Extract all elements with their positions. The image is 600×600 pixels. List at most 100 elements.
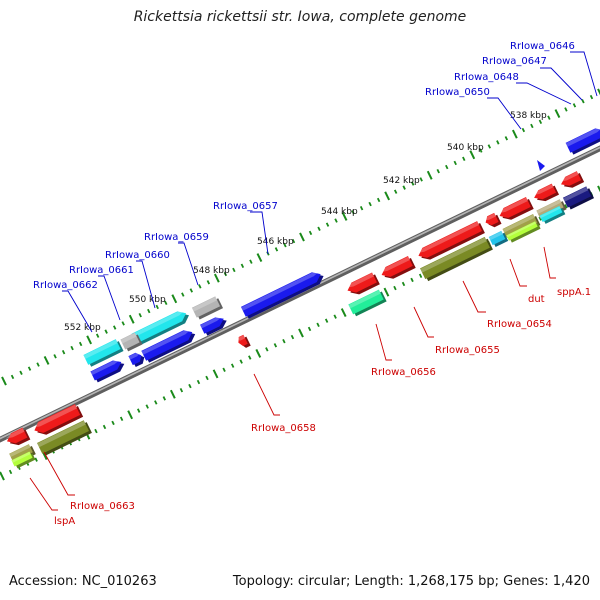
minor-tick <box>240 263 245 268</box>
major-tick <box>597 88 600 98</box>
scale-label: 544 kbp <box>321 207 358 217</box>
minor-tick <box>53 354 57 359</box>
minor-tick <box>61 350 66 355</box>
minor-tick <box>359 206 364 211</box>
topology-text: Topology: circular; Length: 1,268,175 bp… <box>232 574 590 589</box>
gene-label-rriowa-0659: RrIowa_0659 <box>144 232 209 243</box>
major-tick <box>426 170 433 180</box>
gene-block-rriowa-0656 <box>380 256 416 279</box>
major-tick <box>469 150 476 160</box>
minor-tick <box>8 469 13 475</box>
minor-tick <box>223 271 228 277</box>
minor-tick <box>496 140 500 145</box>
gene-block-rriowa-0662 <box>83 339 124 367</box>
gene-label-rriowa-0661: RrIowa_0661 <box>69 265 134 276</box>
forward-leader-lines <box>62 51 598 333</box>
minor-tick <box>538 119 543 124</box>
minor-tick <box>418 273 423 278</box>
minor-tick <box>248 355 252 360</box>
minor-tick <box>393 285 397 291</box>
gene-label-rriowa-0646: RrIowa_0646 <box>510 41 575 52</box>
scale-label: 538 kbp <box>510 111 547 121</box>
minor-tick <box>111 420 115 426</box>
minor-tick <box>188 383 192 389</box>
gene-block-rriowa-0656b <box>346 272 380 295</box>
major-tick <box>384 191 391 201</box>
minor-tick <box>581 99 585 104</box>
minor-tick <box>308 230 313 236</box>
gene-label-rriowa-0647: RrIowa_0647 <box>482 56 547 67</box>
gene-label-rriowa-0656: RrIowa_0656 <box>371 367 436 378</box>
minor-tick <box>325 222 330 227</box>
gene-label-sppa-1: sppA.1 <box>557 287 591 298</box>
gene-block-lspa <box>5 427 31 446</box>
minor-tick <box>95 333 100 338</box>
gene-block-rriowa-0663 <box>32 404 84 435</box>
minor-tick <box>179 388 184 393</box>
reverse-leader-lines <box>29 246 556 511</box>
gene-block-rriowa-0661 <box>120 332 143 352</box>
minor-tick <box>189 288 193 293</box>
minor-tick <box>121 321 125 326</box>
minor-tick <box>230 363 235 368</box>
gene-label-dut: dut <box>528 294 545 305</box>
major-tick <box>255 348 262 358</box>
minor-tick <box>410 277 414 283</box>
scale-ticks-upper <box>1 88 600 386</box>
minor-tick <box>368 201 372 207</box>
minor-tick <box>196 379 201 385</box>
scale-label: 546 kbp <box>257 237 294 247</box>
minor-tick <box>351 210 355 215</box>
minor-tick <box>34 457 38 462</box>
major-tick <box>0 471 5 481</box>
minor-tick <box>155 304 159 310</box>
gene-block-sppa-1 <box>559 171 585 188</box>
minor-tick <box>402 185 406 190</box>
gene-block-dut <box>532 183 560 202</box>
gene-label-rriowa-0660: RrIowa_0660 <box>105 250 170 261</box>
gene-label-rriowa-0655: RrIowa_0655 <box>435 345 500 356</box>
gene-marker <box>537 160 545 171</box>
minor-tick <box>393 189 398 194</box>
minor-tick <box>411 181 415 186</box>
minor-tick <box>504 136 509 141</box>
minor-tick <box>206 280 211 285</box>
minor-tick <box>104 329 108 334</box>
major-tick <box>554 109 561 119</box>
gene-features <box>5 127 600 469</box>
minor-tick <box>273 343 278 348</box>
minor-tick <box>164 300 168 306</box>
minor-tick <box>181 292 185 297</box>
minor-tick <box>307 326 312 332</box>
minor-tick <box>564 107 568 112</box>
gene-block-rriowa-0646 <box>565 127 600 155</box>
minor-tick <box>283 243 287 248</box>
minor-tick <box>547 115 551 120</box>
major-tick <box>340 308 347 318</box>
minor-tick <box>290 334 295 340</box>
minor-tick <box>419 177 423 182</box>
major-tick <box>169 389 176 399</box>
minor-tick <box>479 148 483 153</box>
minor-tick <box>316 322 320 328</box>
gene-label-rriowa-0648: RrIowa_0648 <box>454 72 519 83</box>
scale-label: 550 kbp <box>129 295 166 305</box>
gene-block-rriowa-0654 <box>498 197 534 220</box>
minor-tick <box>334 218 338 223</box>
minor-tick <box>36 362 40 367</box>
minor-tick <box>102 424 107 430</box>
minor-tick <box>119 416 124 421</box>
gene-block-rriowa-0655b <box>420 236 493 282</box>
gene-block-rriowa-0655 <box>417 221 485 260</box>
gene-block-dut-c <box>539 206 566 224</box>
minor-tick <box>564 204 568 209</box>
gene-label-rriowa-0657: RrIowa_0657 <box>213 201 278 212</box>
minor-tick <box>572 103 577 108</box>
scale-label: 540 kbp <box>447 143 484 153</box>
minor-tick <box>205 375 209 381</box>
gene-label-lspa: lspA <box>54 516 75 527</box>
major-tick <box>597 185 600 195</box>
minor-tick <box>521 127 526 133</box>
minor-tick <box>27 366 32 371</box>
minor-tick <box>538 216 542 221</box>
